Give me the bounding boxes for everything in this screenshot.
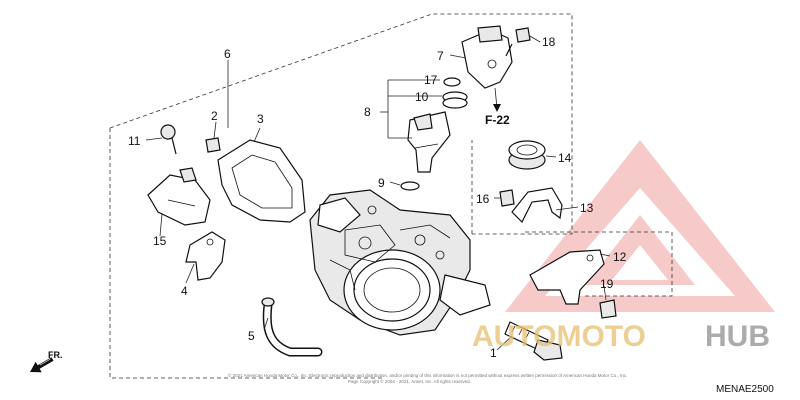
assembly-6-outline	[109, 13, 673, 379]
watermark-text-part1: AUTOMOTO	[472, 320, 646, 353]
callout-2: 2	[211, 109, 218, 123]
part-1-adjuster	[504, 321, 563, 361]
callout-10: 10	[415, 90, 429, 104]
part-2-bolt	[205, 137, 221, 153]
part-18-bolt	[505, 27, 531, 57]
diagram-code: MENAE2500	[716, 384, 774, 395]
callout-12: 12	[613, 250, 627, 264]
part-13-clamp	[511, 187, 563, 224]
part-12-stay	[529, 249, 605, 305]
throttle-body	[309, 189, 491, 336]
callout-11: 11	[128, 134, 141, 148]
front-direction-arrow: FR.	[30, 350, 63, 373]
part-8-injector	[407, 111, 451, 173]
watermark-text: AUTOMOTO HUB	[472, 320, 770, 353]
callout-19: 19	[600, 277, 614, 291]
front-label: FR.	[48, 350, 63, 360]
callout-15: 15	[153, 234, 167, 248]
callout-13: 13	[580, 201, 594, 215]
callout-8: 8	[364, 105, 371, 119]
part-5-hose	[261, 297, 323, 357]
part-17-washer	[443, 77, 461, 87]
callout-6: 6	[224, 47, 231, 61]
watermark-text-part2: HUB	[705, 320, 770, 353]
part-11-screw	[160, 124, 177, 155]
part-4-bracket	[185, 231, 226, 281]
copyright-line-1: © 2021 American Honda Motor Co., Inc. El…	[228, 372, 627, 378]
callout-14: 14	[558, 151, 572, 165]
callout-17: 17	[424, 73, 438, 87]
leader-lines	[145, 35, 611, 351]
callout-labels: 1 2 3 4 5 6 7 8 9 10 11 12 13 14 15 16 1…	[128, 35, 627, 360]
callout-7: 7	[437, 49, 444, 63]
part-19-bolt	[599, 299, 617, 319]
callout-3: 3	[257, 112, 264, 126]
callout-9: 9	[378, 176, 385, 190]
reference-label: F-22	[485, 113, 510, 127]
callout-5: 5	[248, 329, 255, 343]
part-10-seal	[442, 91, 468, 109]
callout-16: 16	[476, 192, 490, 206]
part-3-cover	[217, 139, 306, 223]
copyright-line-2: Page Copyright © 2004 - 2021, Arinet, In…	[348, 378, 471, 384]
part-9-o-ring	[400, 181, 420, 191]
callout-4: 4	[181, 284, 188, 298]
part-16-bolt	[499, 189, 515, 207]
part-14-grommet	[508, 140, 546, 170]
part-7-sensor	[461, 25, 513, 89]
part-15-sensor	[147, 167, 211, 226]
callout-1: 1	[490, 346, 497, 360]
callout-18: 18	[542, 35, 556, 49]
